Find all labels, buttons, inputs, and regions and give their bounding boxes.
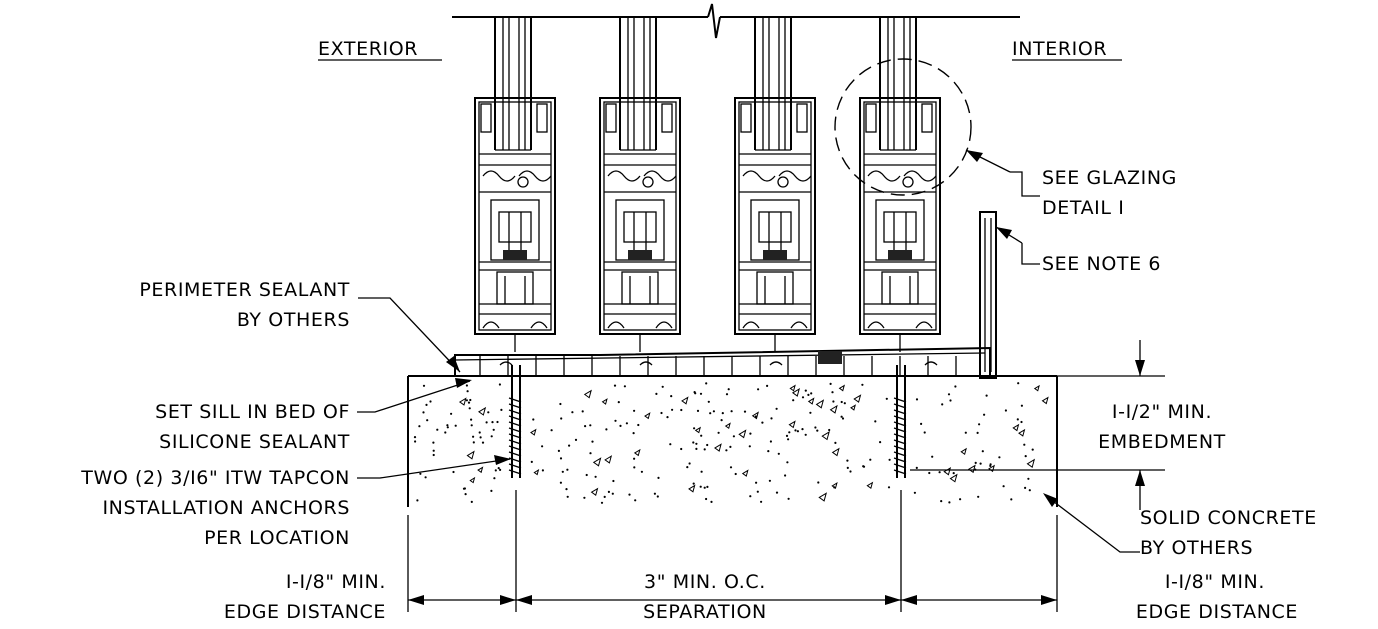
concrete-slab [407,375,1058,507]
set-sill-label-1: SET SILL IN BED OF [155,401,350,423]
bottom-dimension-line [407,490,1058,612]
detail-1-label: DETAIL I [1042,197,1124,219]
edge-right-label-2: EDGE DISTANCE [1136,601,1298,623]
anchors-label-3: PER LOCATION [204,527,350,549]
tapcon-anchor-left [508,365,522,478]
sliding-door-panels [474,17,941,352]
tapcon-anchor-right [893,365,907,478]
door-panel-4 [859,17,941,352]
door-panel-2 [599,17,681,352]
glazing-detail-callout-circle [834,58,972,196]
separation-label-1: 3" MIN. O.C. [644,571,766,593]
door-panel-1 [474,17,556,352]
edge-left-label-1: I-I/8" MIN. [286,571,386,593]
see-note-6-label: SEE NOTE 6 [1042,253,1161,275]
edge-left-label-2: EDGE DISTANCE [224,601,386,623]
interior-label: INTERIOR [1012,38,1107,60]
embedment-label-2: EMBEDMENT [1098,431,1226,453]
interior-sill-leg [979,211,997,379]
perimeter-sealant-label-1: PERIMETER SEALANT [139,279,350,301]
anchors-label-1: TWO (2) 3/I6" ITW TAPCON [80,467,350,489]
edge-right-label-1: I-I/8" MIN. [1165,571,1265,593]
separation-label-2: SEPARATION [643,601,767,623]
anchors-label-2: INSTALLATION ANCHORS [102,497,350,519]
top-break-line [452,3,1020,39]
concrete-label-2: BY OTHERS [1140,537,1253,559]
embedment-dimension [910,340,1165,510]
sill-track [454,346,991,377]
embedment-label-1: I-I/2" MIN. [1112,401,1212,423]
perimeter-sealant-label-2: BY OTHERS [237,309,350,331]
exterior-label: EXTERIOR [318,38,418,60]
concrete-label-1: SOLID CONCRETE [1140,507,1317,529]
see-glazing-label: SEE GLAZING [1042,167,1177,189]
set-sill-label-2: SILICONE SEALANT [159,431,350,453]
door-panel-3 [734,17,816,352]
leader-lines [357,149,1140,553]
